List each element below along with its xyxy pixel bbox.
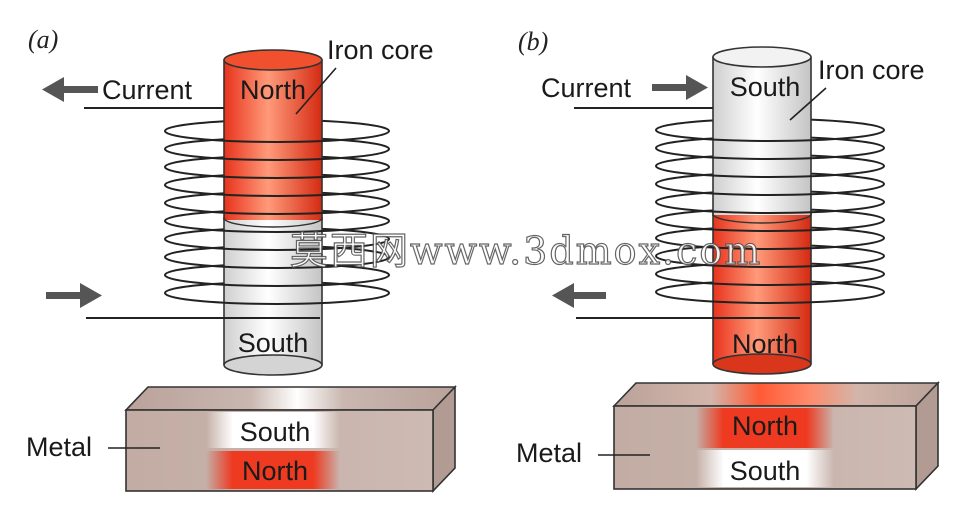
panel-a: (a) — [26, 25, 457, 493]
panel-a-current-arrow-left-icon — [42, 77, 98, 102]
panel-b: (b) — [516, 27, 940, 491]
panel-b-coil-front — [655, 129, 885, 304]
panel-a-label: (a) — [28, 25, 58, 54]
panel-a-metal-top-pole: South — [240, 417, 311, 447]
panel-a-iron-core-label: Iron core — [327, 35, 434, 65]
panel-b-iron-core-label: Iron core — [818, 55, 925, 85]
panel-b-label: (b) — [518, 27, 548, 56]
panel-a-iron-core — [223, 49, 323, 376]
panel-b-metal-block — [612, 381, 940, 491]
panel-a-core-top-pole: North — [240, 75, 306, 105]
panel-b-core-bottom-pole: North — [732, 329, 798, 359]
panel-a-current-arrow-right-icon — [46, 283, 102, 308]
panel-a-coil-front — [164, 130, 390, 305]
panel-b-iron-core — [712, 46, 812, 375]
panel-a-core-bottom-pole: South — [238, 328, 309, 358]
panel-a-iron-core-leader — [295, 67, 337, 115]
panel-b-metal-label: Metal — [516, 438, 582, 468]
panel-b-current-label: Current — [541, 73, 632, 103]
watermark-text: 莫西网www.3dmox.com — [290, 229, 762, 273]
panel-a-metal-block — [124, 385, 457, 493]
panel-a-metal-bottom-pole: North — [242, 456, 308, 486]
panel-b-metal-top-pole: North — [732, 411, 798, 441]
panel-b-current-arrow-left-icon — [552, 283, 606, 308]
panel-a-metal-label: Metal — [26, 432, 92, 462]
panel-b-iron-core-leader — [789, 87, 827, 121]
panel-b-metal-bottom-pole: South — [730, 456, 801, 486]
panel-a-current-label: Current — [102, 75, 193, 105]
panel-b-core-top-pole: South — [730, 72, 801, 102]
panel-b-current-arrow-right-icon — [652, 75, 708, 100]
